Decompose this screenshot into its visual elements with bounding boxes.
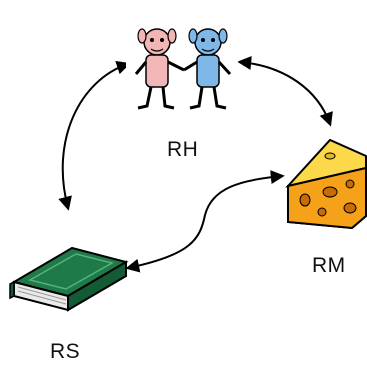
- cheese-icon: [285, 138, 367, 230]
- person-pink-icon: [134, 28, 185, 110]
- node-label-rh: RH: [167, 138, 199, 161]
- arrow-rh-rs: [58, 60, 131, 211]
- node-label-rm: RM: [312, 254, 346, 277]
- arrow-rh-rm: [237, 56, 333, 127]
- person-blue-icon: [183, 28, 232, 110]
- two-people-icon: [126, 8, 238, 114]
- arrow-rs-rm: [125, 170, 285, 273]
- node-label-rs: RS: [50, 340, 81, 363]
- book-icon: [9, 246, 129, 312]
